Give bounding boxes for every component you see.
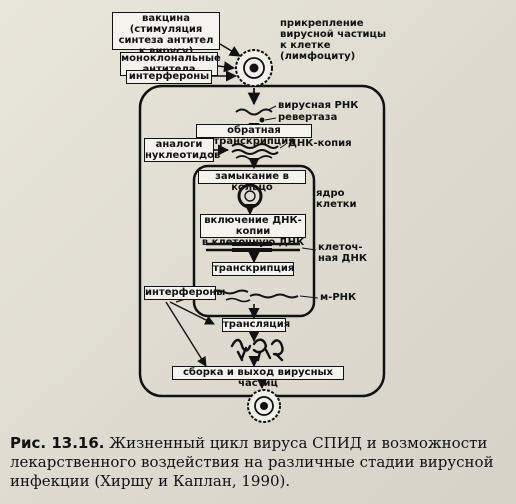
- antibody-arrow: [217, 61, 236, 73]
- mrna-label: м-РНК: [320, 292, 357, 303]
- revertase-pointer: [264, 117, 277, 121]
- cellular-dna-strands: [206, 242, 300, 252]
- vaccine-box: вакцина (стимуляция синтеза антител к ви…: [112, 12, 220, 57]
- virus-particle-bottom: [247, 389, 281, 423]
- assembly-box: сборка и выход вирусных частиц: [172, 366, 344, 389]
- viral-rna-label: вирусная РНК: [278, 100, 359, 111]
- interferon-mid-arrow-2: [165, 301, 207, 367]
- integration-box: включение ДНК-копии в клеточную ДНК: [200, 214, 306, 248]
- interferon-mid-arrow-1: [169, 301, 215, 325]
- interferons-mid-box: интерфероны: [144, 286, 226, 300]
- cellular-dna-label: клеточ- ная ДНК: [318, 242, 368, 264]
- viral-proteins: [230, 338, 284, 362]
- rna-pointer: [267, 105, 277, 111]
- transcription-box: транскрипция: [212, 262, 295, 276]
- translation-box: трансляция: [222, 318, 291, 332]
- virus-particle-top: [235, 49, 273, 87]
- reverse-transcription-box: обратная транскрипция: [196, 124, 312, 147]
- cellular-dna-pointer: [301, 247, 317, 251]
- figure-number: Рис. 13.16.: [10, 434, 105, 452]
- dna-copy-pointer: [279, 143, 287, 149]
- dna-copy-label: ДНК-копия: [288, 138, 352, 149]
- figure-caption: Рис. 13.16. Жизненный цикл вируса СПИД и…: [10, 434, 508, 491]
- revertase-dot: [259, 117, 265, 123]
- interferons-top-box: интерфероны: [126, 70, 212, 84]
- revertase-label: ревертаза: [278, 112, 338, 123]
- viral-rna-strand: [235, 108, 273, 116]
- nucleus-label: ядро клетки: [316, 188, 357, 210]
- ring-closure-box: замыкание в кольцо: [198, 170, 306, 193]
- nucleotide-analogs-box: аналоги нуклеотидов: [144, 138, 221, 162]
- mrna-pointer: [299, 295, 319, 299]
- vaccine-arrow: [219, 43, 241, 57]
- caption-text: Жизненный цикл вируса СПИД и возможности…: [10, 434, 494, 490]
- attachment-label: прикрепление вирусной частицы к клетке (…: [280, 18, 387, 62]
- mrna-strands: [211, 289, 299, 303]
